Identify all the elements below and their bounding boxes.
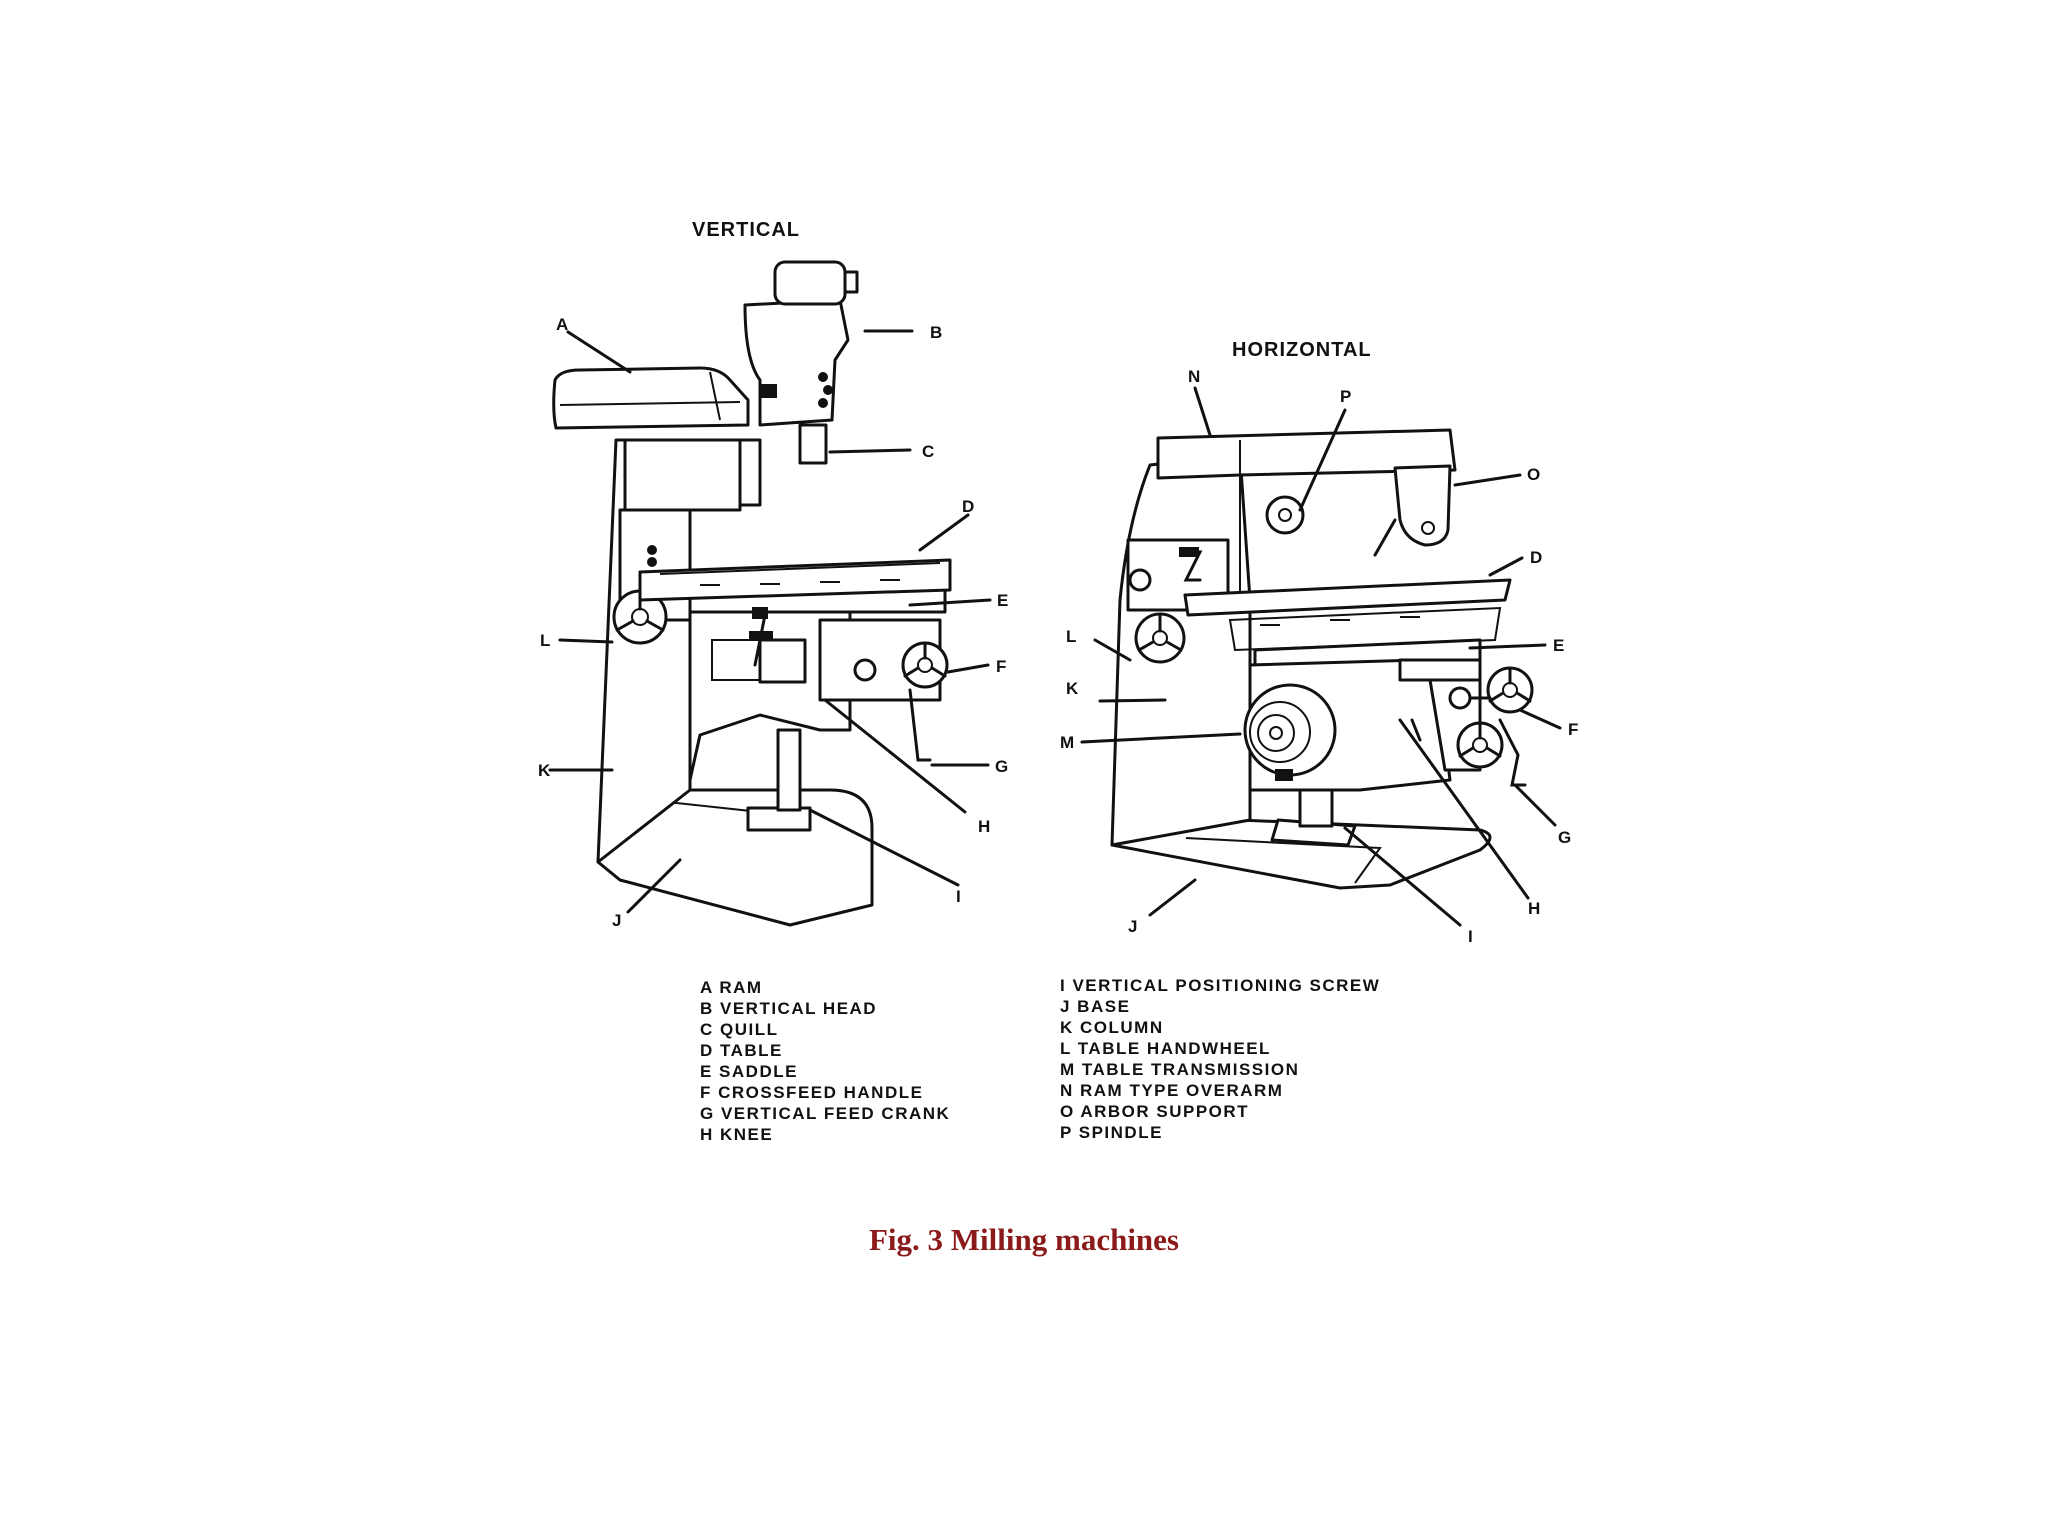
vertical-quill [798,423,828,465]
vertical-head [743,298,850,427]
legend-item: P SPINDLE [1060,1123,1163,1142]
callout-h-vertical: H [978,817,990,836]
callout-j-horizontal: J [1128,917,1137,936]
legend-item: F CROSSFEED HANDLE [700,1083,923,1102]
horizontal-handwheel-l [1134,612,1186,664]
callout-i-vertical: I [956,887,961,906]
callout-g-vertical: G [995,757,1008,776]
callout-i-horizontal: I [1468,927,1473,946]
figure-caption: Fig. 3 Milling machines [869,1222,1179,1257]
legend-item: B VERTICAL HEAD [700,999,877,1018]
callout-d-horizontal: D [1530,548,1542,567]
legend-right: I VERTICAL POSITIONING SCREW J BASE K CO… [1060,976,1380,1142]
vertical-ram [552,366,750,430]
horizontal-spindle [1265,495,1305,535]
horizontal-overarm [1156,428,1457,480]
horizontal-lower-handwheel [1456,721,1504,769]
legend-item: M TABLE TRANSMISSION [1060,1060,1299,1079]
vertical-crossfeed-handle [853,641,949,689]
callout-o: O [1527,465,1540,484]
vertical-handwheel-l [612,589,668,645]
callout-k-horizontal: K [1066,679,1079,698]
callout-f-vertical: F [996,657,1006,676]
legend-item: J BASE [1060,997,1130,1016]
callout-h-horizontal: H [1528,899,1540,918]
callout-g-horizontal: G [1558,828,1571,847]
legend-item: C QUILL [700,1020,779,1039]
legend-item: N RAM TYPE OVERARM [1060,1081,1283,1100]
callout-e-vertical: E [997,591,1008,610]
callout-l-horizontal: L [1066,627,1076,646]
vertical-table [638,558,952,602]
callout-c: C [922,442,934,461]
callout-e-horizontal: E [1553,636,1564,655]
callout-a: A [556,315,568,334]
vertical-heading: VERTICAL [692,219,800,241]
vertical-machine-drawing: VERTICAL [552,219,952,927]
callout-labels: A B C D E F G H I J K L N P O D E F G H … [538,315,1578,946]
legend-item: L TABLE HANDWHEEL [1060,1039,1271,1058]
legend-item: H KNEE [700,1125,773,1144]
callout-p: P [1340,387,1351,406]
legend-item: O ARBOR SUPPORT [1060,1102,1249,1121]
callout-l-vertical: L [540,631,550,650]
horizontal-crossfeed-handle [1448,666,1534,714]
legend-left: A RAM B VERTICAL HEAD C QUILL D TABLE E … [700,978,950,1144]
callout-n: N [1188,367,1200,386]
legend-item: A RAM [700,978,763,997]
legend-item: K COLUMN [1060,1018,1164,1037]
horizontal-table [1183,578,1512,617]
legend-item: E SADDLE [700,1062,798,1081]
horizontal-arbor-support [1393,464,1452,547]
callout-j-vertical: J [612,911,621,930]
callout-f-horizontal: F [1568,720,1578,739]
legend-item: I VERTICAL POSITIONING SCREW [1060,976,1380,995]
callout-b-vertical: B [930,323,942,342]
horizontal-table-transmission [1243,683,1337,781]
horizontal-machine-drawing: HORIZONTAL [1110,339,1534,890]
legend-item: G VERTICAL FEED CRANK [700,1104,950,1123]
callout-k-vertical: K [538,761,551,780]
callout-d-vertical: D [962,497,974,516]
callout-m: M [1060,733,1074,752]
vertical-positioning-screw [776,728,802,812]
horizontal-heading: HORIZONTAL [1232,339,1372,361]
legend-item: D TABLE [700,1041,783,1060]
leader-lines [548,329,1562,927]
